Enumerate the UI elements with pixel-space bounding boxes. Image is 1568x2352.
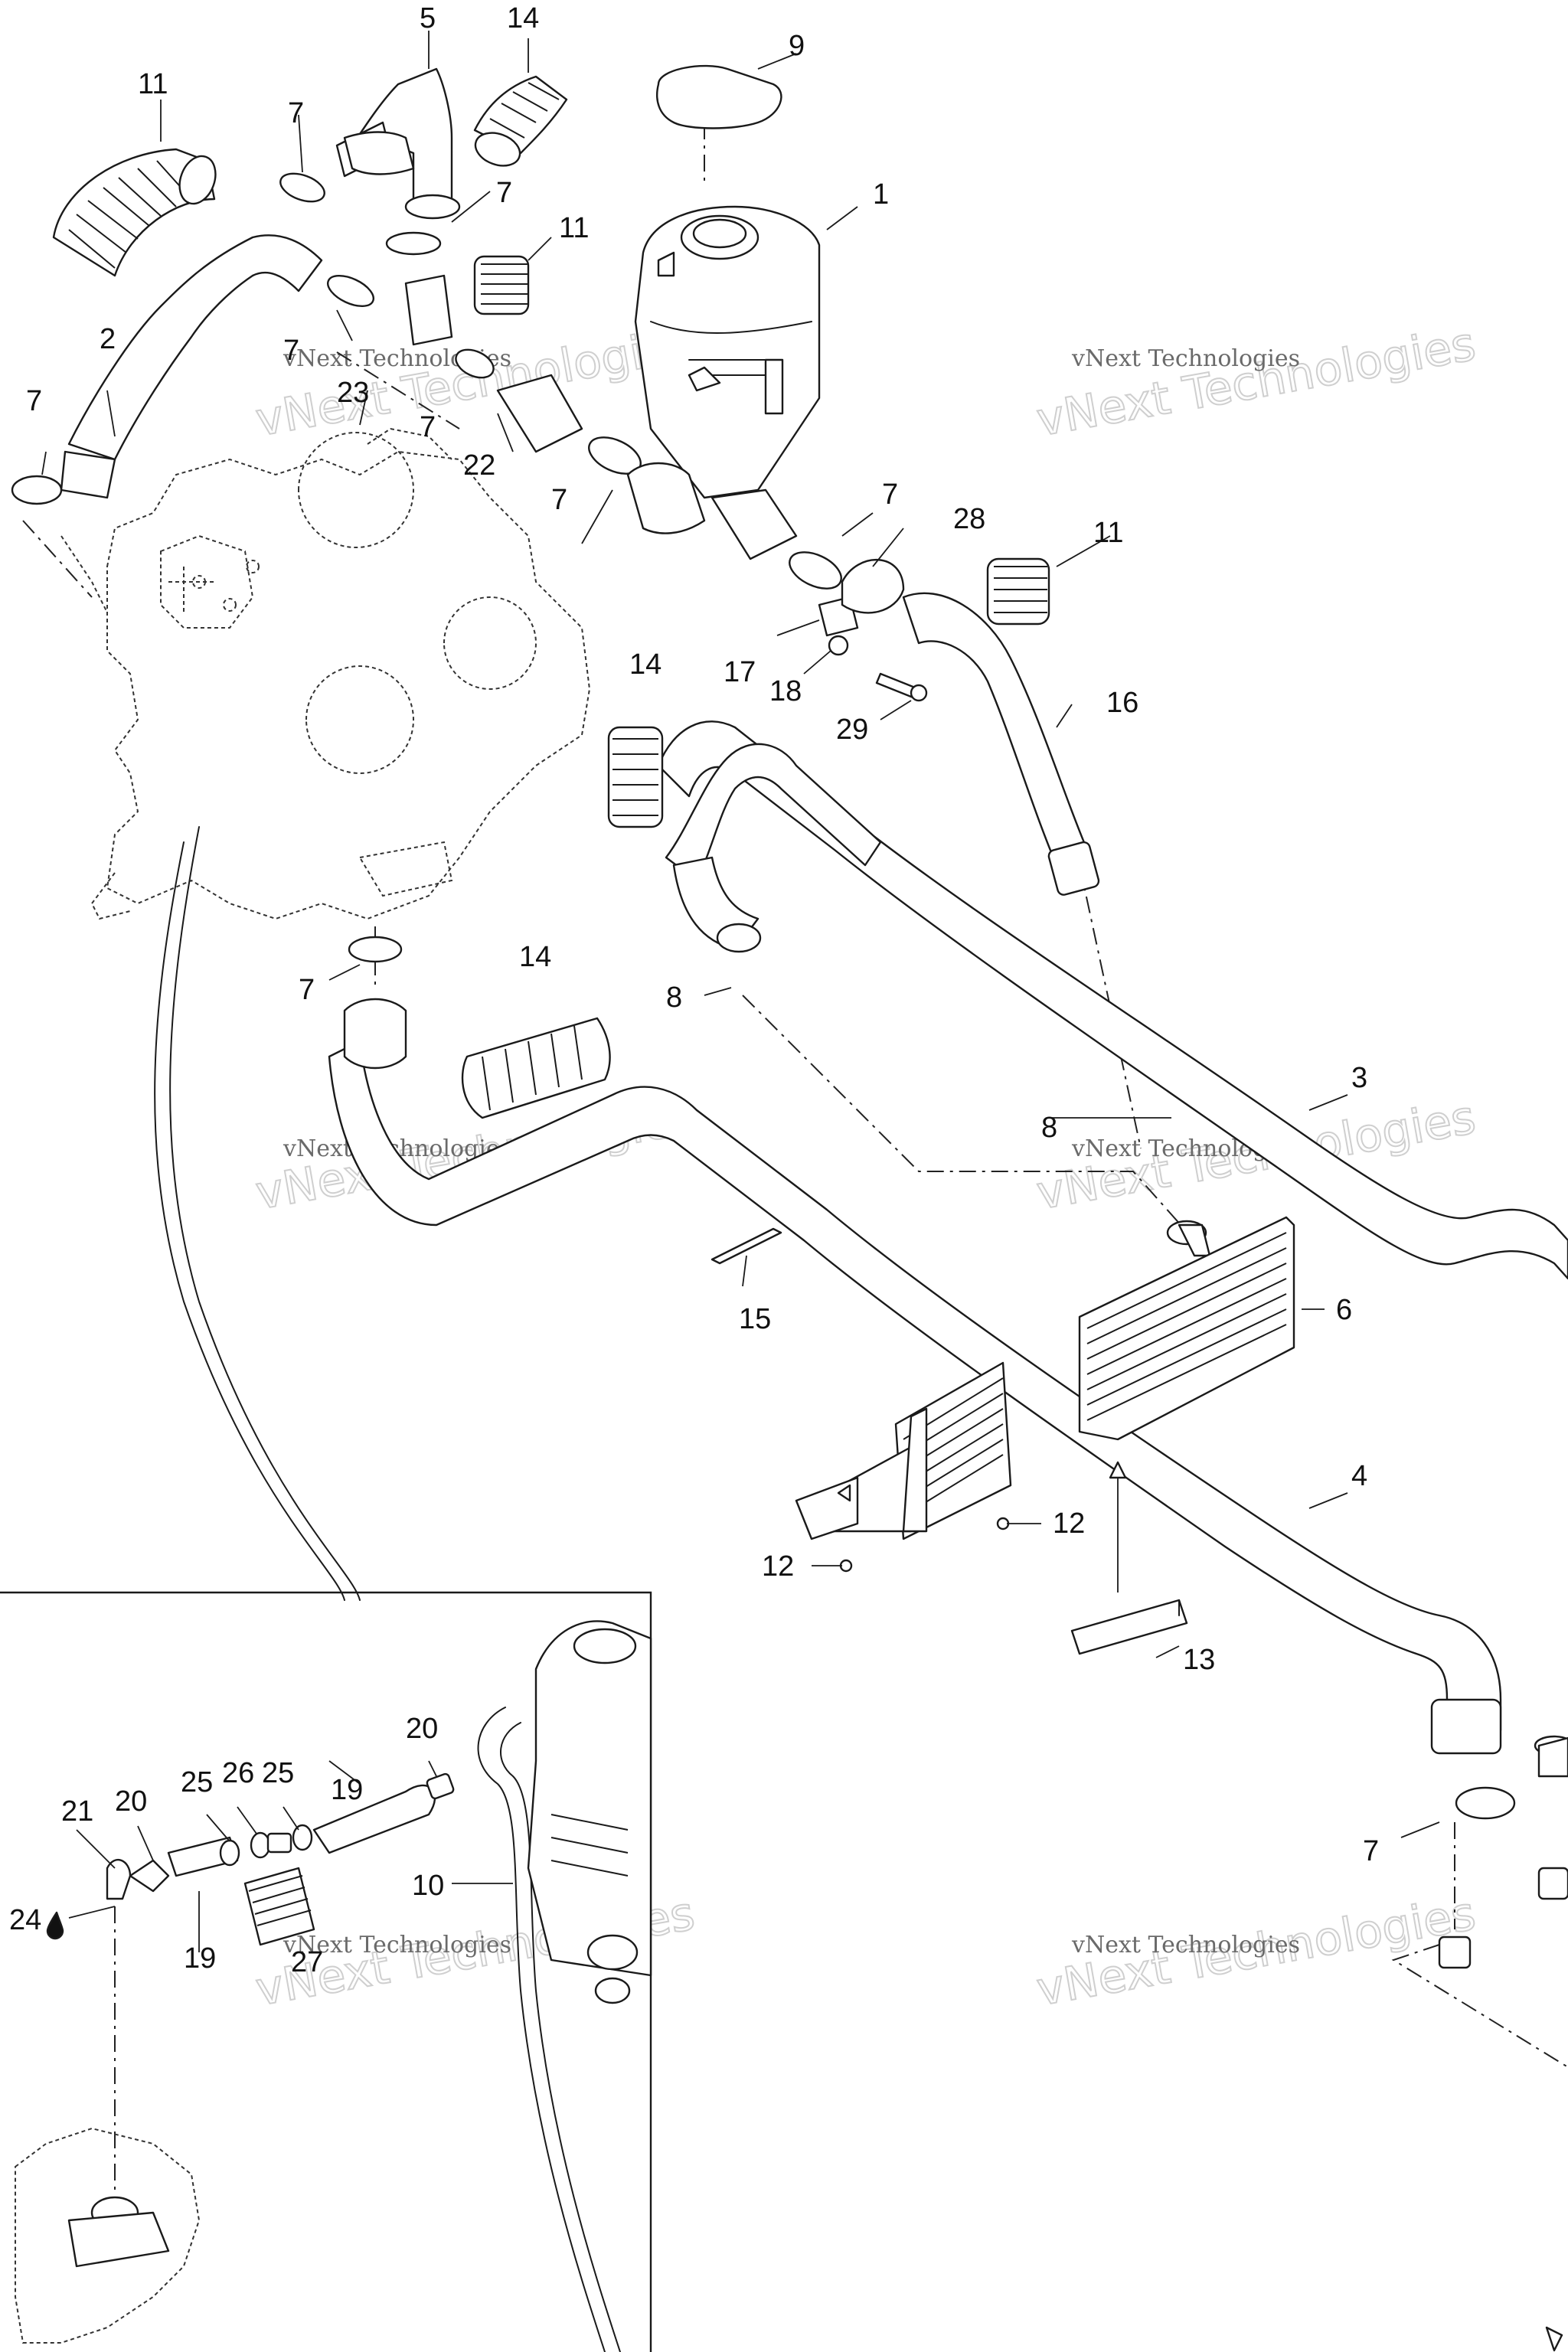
corrugated-hose-11a [52,148,217,277]
corrugated-sleeve-11b [473,255,530,315]
watermark-text: vNext Technologies [1071,1932,1300,1958]
callout-14: 14 [519,941,551,973]
callout-19: 19 [331,1774,363,1806]
callout-12: 12 [1053,1508,1085,1540]
callout-15: 15 [739,1303,771,1335]
callout-7: 7 [26,385,42,417]
hose-clamps [11,172,1516,1820]
callout-28: 28 [953,503,985,535]
callout-17: 17 [724,656,756,688]
callout-20: 20 [406,1713,438,1745]
callout-7: 7 [420,411,436,443]
callout-25: 25 [181,1766,213,1798]
pressure-cap [656,64,782,129]
callout-20: 20 [115,1785,147,1818]
callout-4: 4 [1351,1460,1367,1492]
inset-detail [0,1591,652,2352]
callout-7: 7 [496,177,512,209]
coolant-expansion-tank [634,205,821,499]
corrugated-hose-14a [473,75,568,167]
liquid-drop-icon [46,1911,64,1940]
callout-14: 14 [507,2,539,34]
hose-bend-upper [665,743,882,953]
callout-2: 2 [100,323,116,355]
callout-11: 11 [138,68,168,100]
hose-2 [60,234,361,1601]
heat-exchanger [795,1216,1295,1540]
callout-13: 13 [1183,1644,1215,1676]
callout-8: 8 [666,982,682,1014]
corrugated-sleeve-11c [986,557,1050,626]
callout-21: 21 [61,1795,93,1828]
callout-5: 5 [420,2,436,34]
corrugated-sleeve-14b [607,726,664,828]
callout-16: 16 [1106,687,1138,719]
callout-3: 3 [1351,1062,1367,1094]
callout-8: 8 [1041,1112,1057,1144]
hose-10 [477,1707,621,2352]
callout-11: 11 [559,212,589,244]
callout-7: 7 [299,974,315,1006]
hose-4 [328,1040,1502,1755]
callout-9: 9 [789,30,805,62]
right-edge-fittings [1438,1735,1568,2352]
hose-3 [657,720,1568,1280]
callout-7: 7 [1363,1835,1379,1867]
callout-23: 23 [337,377,369,409]
callout-22: 22 [463,449,495,482]
callout-29: 29 [836,714,868,746]
foam-pad [1070,1461,1188,1655]
watermark-outline: vNext Technologies [1033,317,1479,447]
small-hardware [818,558,1010,1573]
callout-12: 12 [762,1550,794,1583]
callout-6: 6 [1336,1294,1352,1326]
watermark-text: vNext Technologies [283,1932,511,1958]
callout-14: 14 [629,648,662,681]
leader-lines [41,31,1440,1952]
callout-11: 11 [1093,517,1123,549]
callout-27: 27 [291,1946,323,1978]
callout-1: 1 [873,178,889,211]
hose-connectors [343,131,1211,1257]
callout-7: 7 [551,484,567,516]
hose-16 [902,592,1100,896]
callout-7: 7 [283,335,299,367]
engine-outline [60,427,591,920]
watermark-text: vNext Technologies [1071,345,1300,372]
callout-18: 18 [769,675,802,707]
tie-strap [710,1227,782,1265]
callout-7: 7 [288,97,304,129]
callout-labels: 1 2 3 4 5 6 7 7 7 7 7 7 7 7 7 8 8 9 10 1… [9,2,1379,1978]
callout-10: 10 [412,1870,444,1902]
callout-7: 7 [882,479,898,511]
callout-26: 26 [222,1757,254,1789]
callout-24: 24 [9,1904,41,1936]
callout-19: 19 [184,1942,216,1975]
corrugated-sleeve-14c [461,1017,611,1119]
callout-25: 25 [262,1757,294,1789]
watermark-outline: vNext Technologies [252,317,698,447]
corrugated-sleeve-27 [243,1867,315,1946]
